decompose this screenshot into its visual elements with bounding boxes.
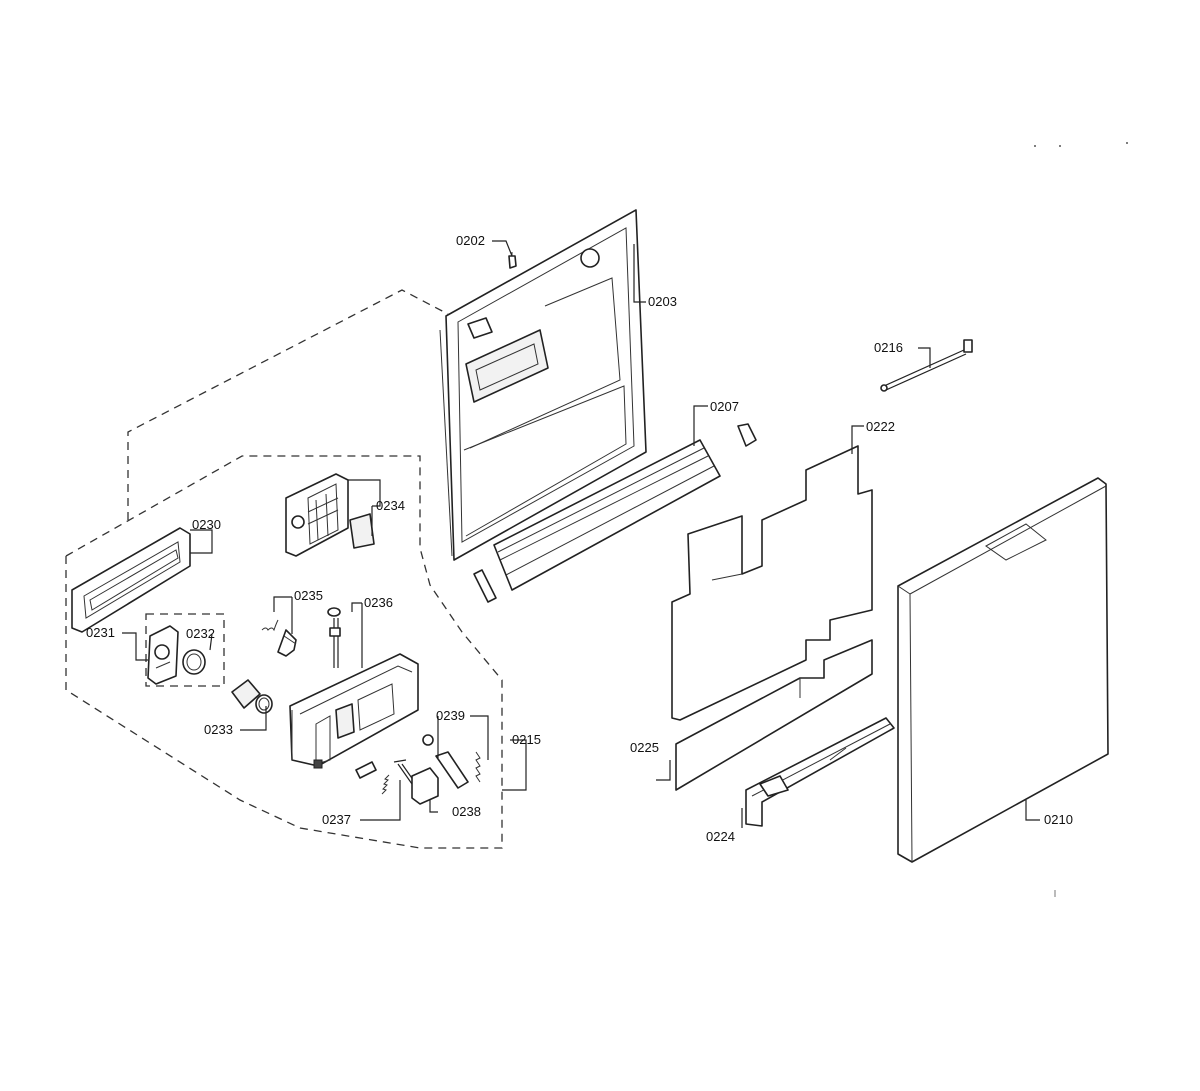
screw-part [508,252,517,269]
callout-0225: 0225 [630,740,659,755]
callout-0215: 0215 [512,732,541,747]
handle-trim-strip [745,717,895,827]
callout-0235: 0235 [294,588,323,603]
callout-0203: 0203 [648,294,677,309]
callout-0236: 0236 [364,595,393,610]
callout-0210: 0210 [1044,812,1073,827]
callout-0233: 0233 [204,722,233,737]
callout-labels: 0202 0203 0207 0216 0222 0225 0224 0210 … [86,233,1073,844]
main-dispenser-body [289,653,419,769]
outer-door-panel [897,477,1109,863]
lower-insulation [675,639,873,791]
callout-0239: 0239 [436,708,465,723]
control-panel-frame [71,527,191,633]
stray-marks [1034,142,1128,897]
insulation-panel [671,445,873,721]
callout-0224: 0224 [706,829,735,844]
door-assembly-dashed-outline [127,289,449,520]
small-levers-and-springs [355,734,481,805]
callout-0207: 0207 [710,399,739,414]
cable-part [880,339,973,392]
control-group-dashed-outline [65,455,503,849]
subassembly-dashed-box [145,613,225,687]
seal-ring [182,649,206,675]
callout-0202: 0202 [456,233,485,248]
door-gasket-strip [473,423,757,603]
callout-0230: 0230 [192,517,221,532]
callout-0222: 0222 [866,419,895,434]
callout-leaders [122,240,1040,828]
callout-0237: 0237 [322,812,351,827]
actuator-rod [327,607,341,668]
callout-0238: 0238 [452,804,481,819]
dispenser-module [285,473,375,557]
inner-door-liner [439,209,647,561]
knob-housing [147,625,179,685]
spring-lever [261,619,297,657]
callout-0234: 0234 [376,498,405,513]
callout-0216: 0216 [874,340,903,355]
control-knob [231,679,273,714]
callout-0232: 0232 [186,626,215,641]
callout-0231: 0231 [86,625,115,640]
